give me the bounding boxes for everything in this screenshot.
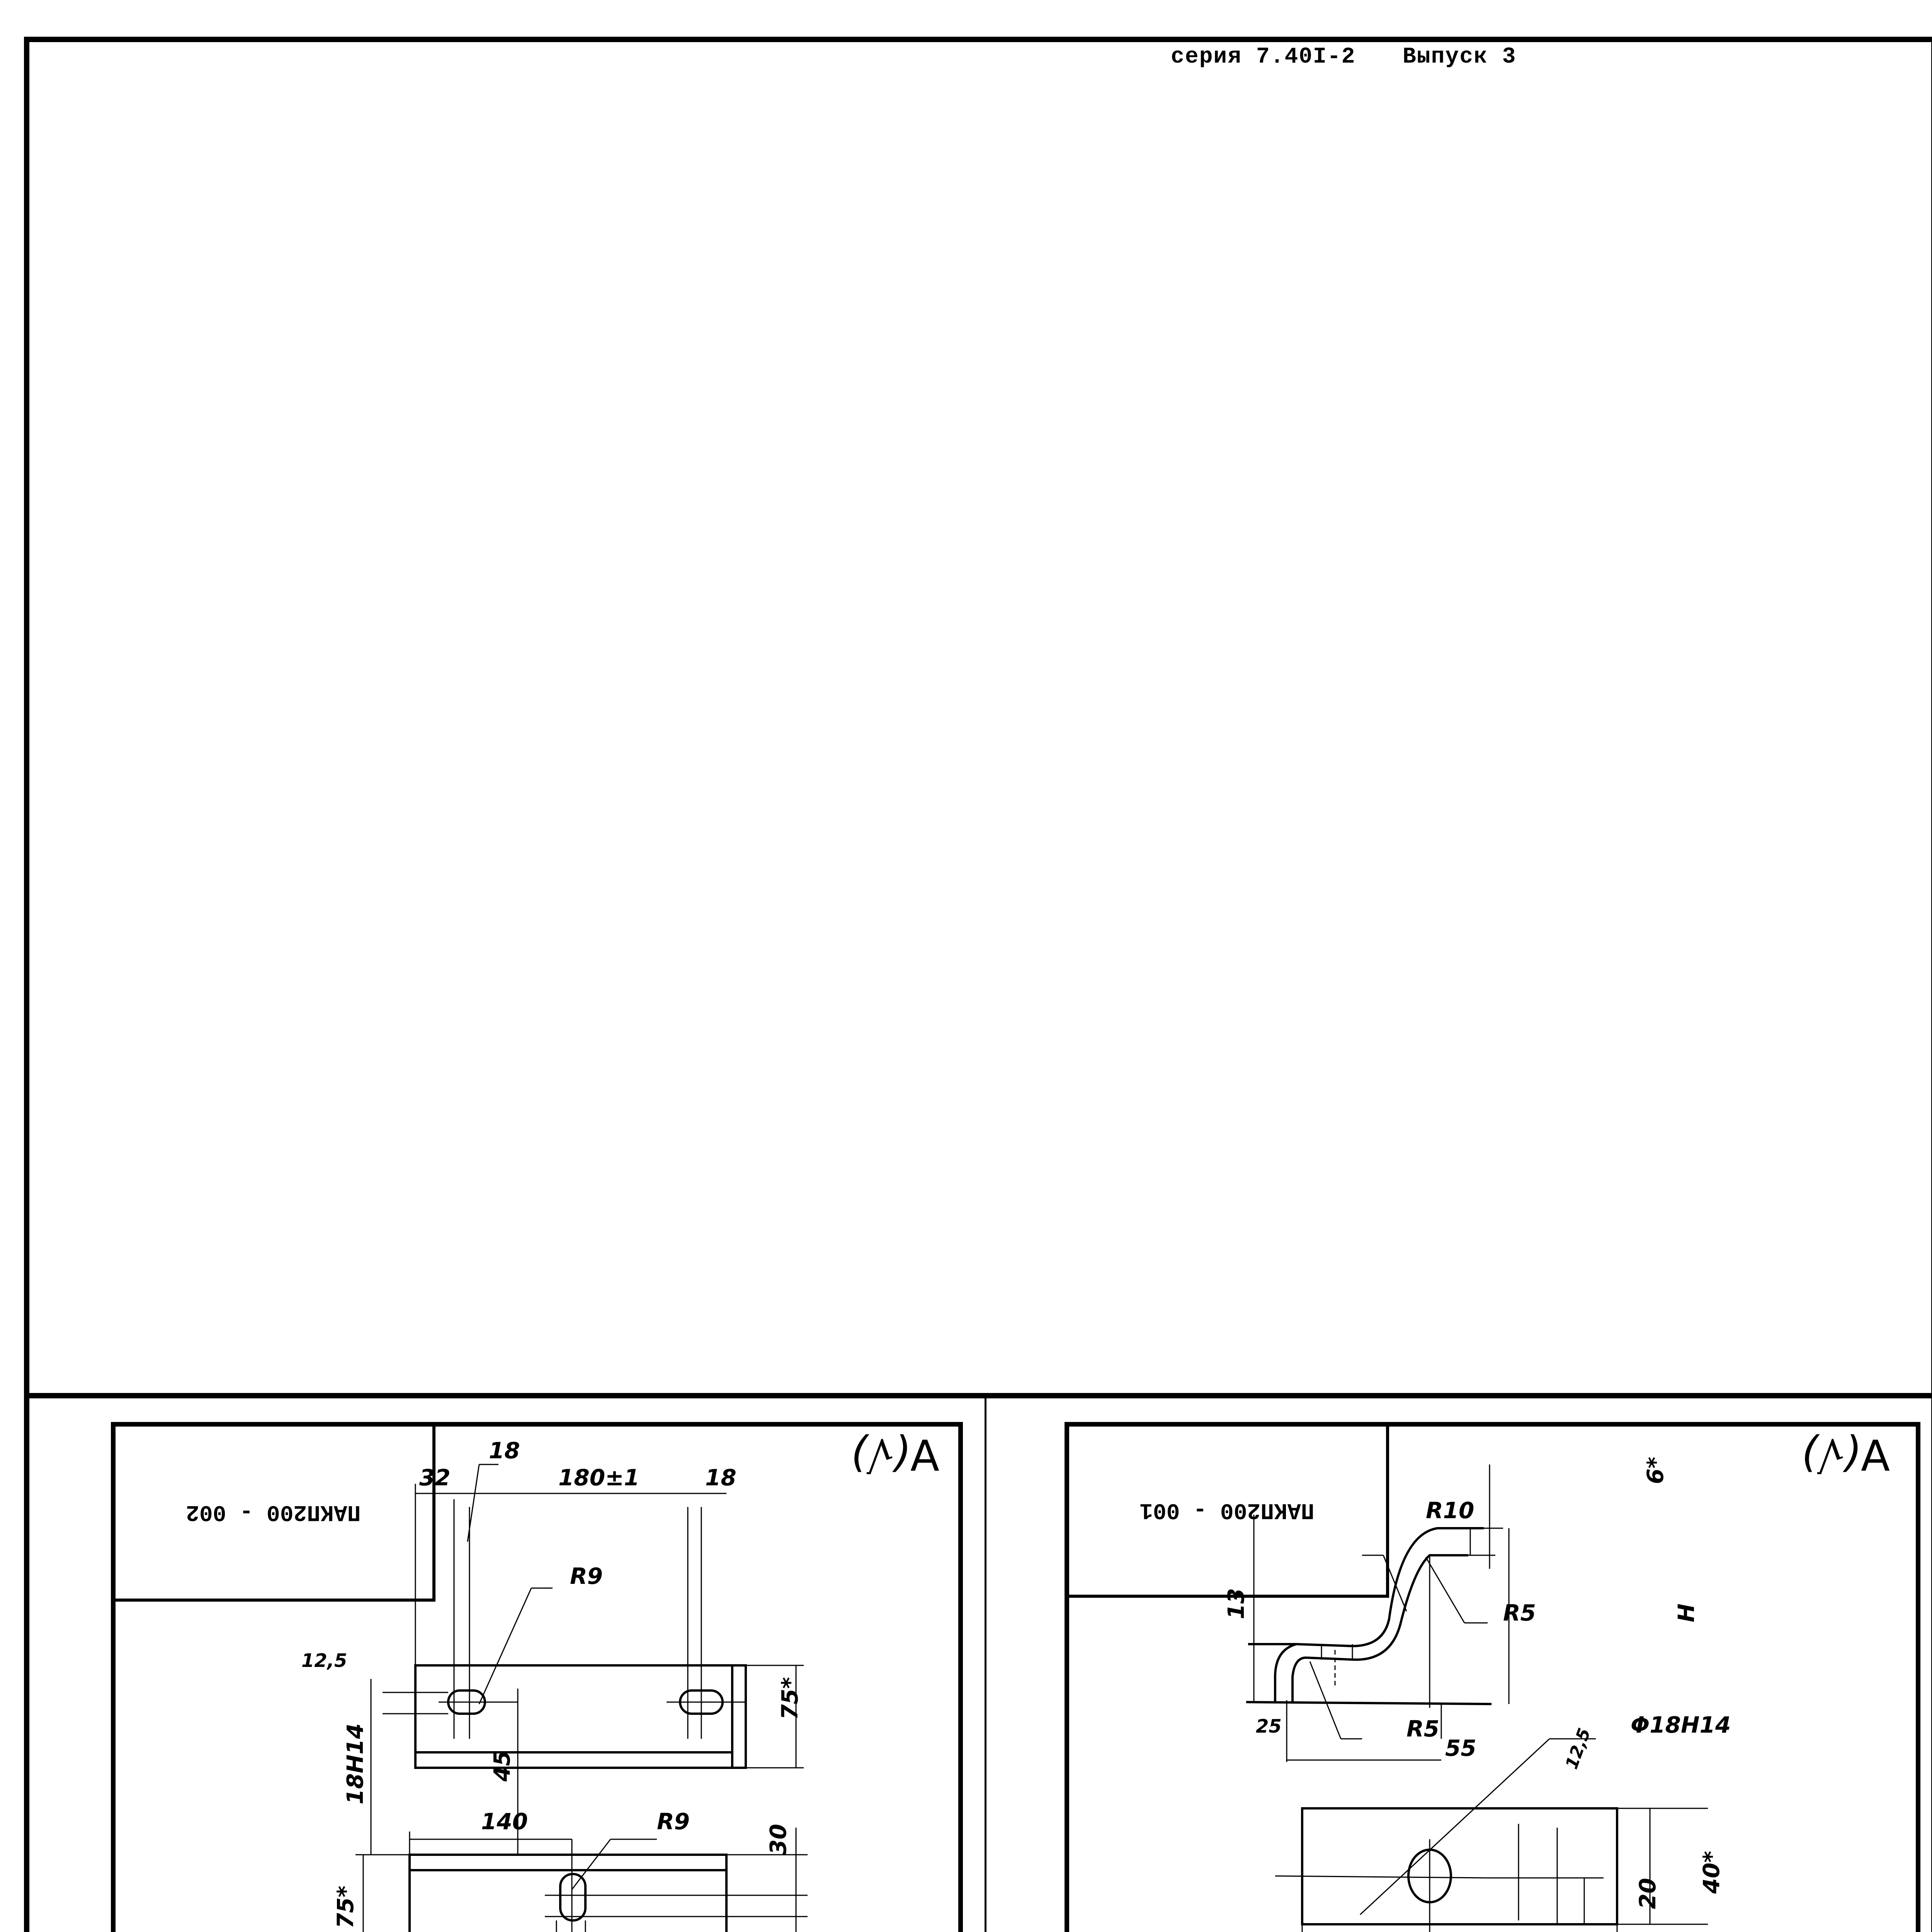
dim-180: 180±1 xyxy=(558,1464,640,1491)
sheet-left xyxy=(111,1422,963,1932)
dim-13: 13 xyxy=(1223,1588,1249,1619)
sheet-right xyxy=(1065,1422,1920,1932)
upper-divider xyxy=(24,1393,1932,1398)
dim-32: 32 xyxy=(419,1464,451,1491)
issue-label: Выпуск 3 xyxy=(1403,44,1517,70)
dim-18-right: 18 xyxy=(705,1464,736,1491)
dim-r9-top: R9 xyxy=(570,1563,603,1589)
page-frame xyxy=(24,37,1932,1932)
rotated-code-box-left: ПАКП200 - 002 xyxy=(111,1422,435,1602)
dim-6: 6* xyxy=(1642,1457,1668,1484)
dim-h: H xyxy=(1673,1604,1699,1622)
rotated-code-box-right: ПАКП200 - 001 xyxy=(1065,1422,1389,1598)
dim-55: 55 xyxy=(1445,1735,1476,1761)
sheet-divider xyxy=(985,1396,986,1932)
dim-r10: R10 xyxy=(1426,1497,1475,1524)
dim-r5-left: R5 xyxy=(1406,1716,1440,1742)
dim-18-left: 18 xyxy=(489,1437,520,1464)
dim-12-5-top: 12,5 xyxy=(301,1650,347,1672)
dim-40: 40* xyxy=(1698,1851,1725,1894)
dim-20: 20 xyxy=(1634,1878,1661,1909)
series-label: серия 7.40I-2 xyxy=(1171,44,1356,70)
dim-r5-right: R5 xyxy=(1503,1600,1536,1626)
dim-r9-bottom: R9 xyxy=(657,1808,690,1835)
dim-140: 140 xyxy=(481,1808,528,1835)
dim-25-profile: 25 xyxy=(1256,1716,1282,1737)
dim-phi18h14: Φ18H14 xyxy=(1631,1712,1731,1738)
